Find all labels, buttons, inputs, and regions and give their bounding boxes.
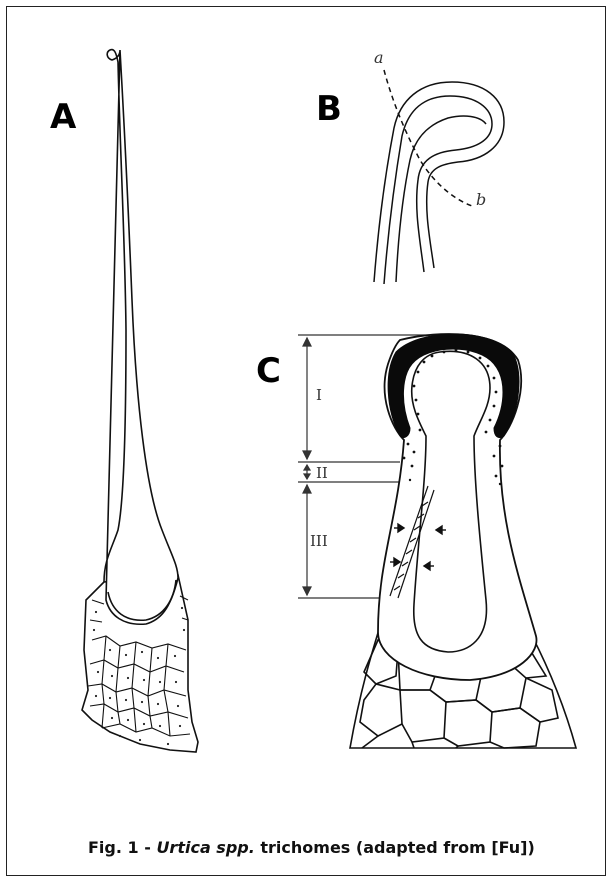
panel-label-b: B [316,92,342,126]
panel-label-a: A [50,100,76,134]
caption-species: Urtica spp. [156,838,254,857]
figure-caption: Fig. 1 - Urtica spp. trichomes (adapted … [88,838,535,857]
b-outer-wall [374,82,504,282]
zone-label-3: III [310,532,328,550]
trichome-b [374,70,504,284]
marker-a: a [374,48,384,67]
caption-suffix: trichomes (adapted from [Fu]) [255,838,535,857]
marker-b: b [476,190,486,209]
caption-prefix: Fig. 1 - [88,838,156,857]
trichome-a [82,50,198,753]
panel-label-c: C [256,354,281,388]
zone-label-2: II [316,464,328,482]
a-hair-outline [104,50,178,625]
b-inner-wall-2 [396,116,486,282]
zone-label-1: I [316,386,322,404]
trichome-c [298,334,576,748]
